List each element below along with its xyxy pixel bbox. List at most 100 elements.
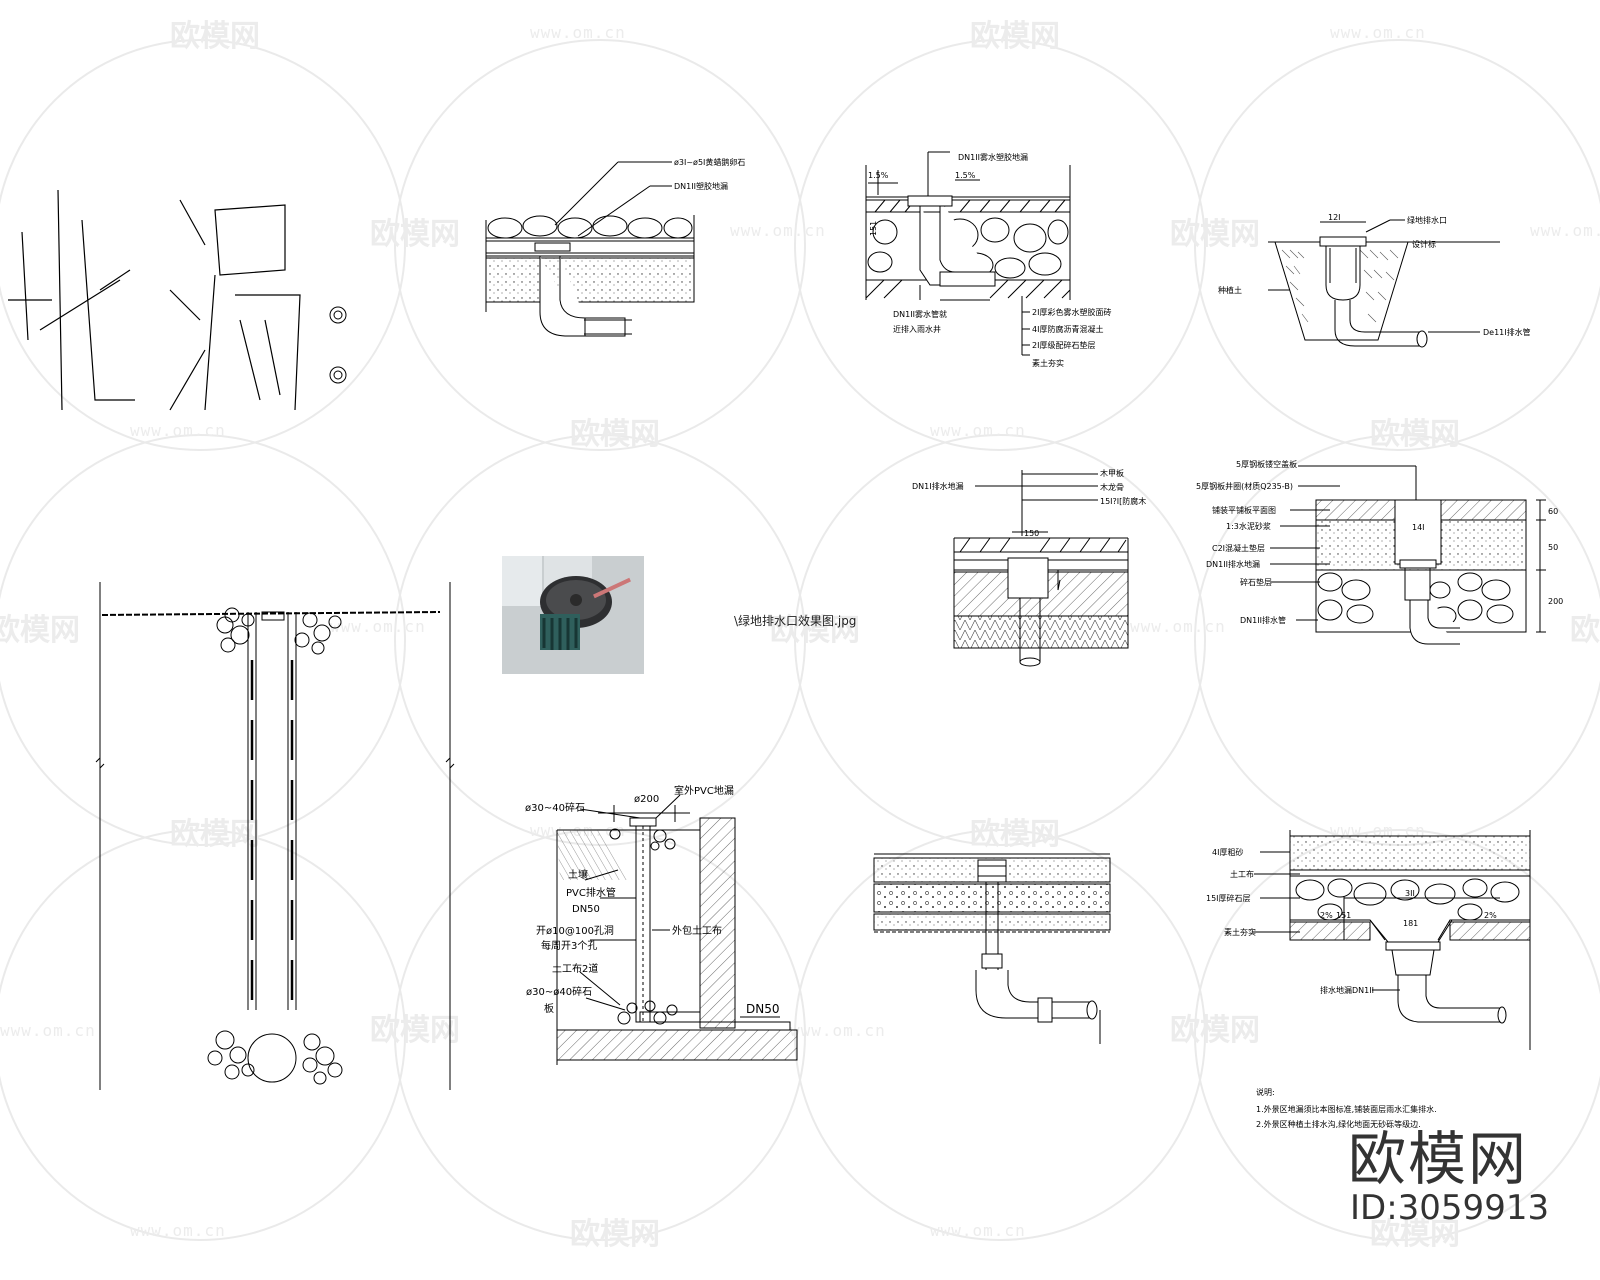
detail-pavement-pipe bbox=[873, 853, 1111, 1044]
d7-width: 14Ⅰ bbox=[1412, 523, 1425, 532]
notes-1: 1.外景区地漏须比本图标准,铺装面层雨水汇集排水. bbox=[1256, 1104, 1437, 1114]
d5-b: ø200 bbox=[634, 794, 659, 805]
d2-layer-3: 2Ⅰ厚级配碎石垫层 bbox=[1032, 340, 1095, 350]
d6-r1: 木甲板 bbox=[1100, 468, 1124, 478]
wm-url: www.om.cn bbox=[1130, 617, 1226, 636]
d9-rubble bbox=[1295, 878, 1520, 921]
d5-g: 外包土工布 bbox=[672, 924, 722, 937]
d7-l8: DN1ⅠⅠ排水管 bbox=[1240, 615, 1286, 625]
wm-url: www.om.cn bbox=[0, 1021, 96, 1040]
mortar-layer bbox=[485, 240, 695, 254]
wm-brand: 欧模网 bbox=[1170, 1013, 1260, 1048]
wm-url: www.om.cn bbox=[130, 1221, 226, 1240]
d2-layer-4: 素土夯实 bbox=[1032, 358, 1064, 368]
title-colon bbox=[329, 306, 347, 384]
wm-url: www.om.cn bbox=[330, 617, 426, 636]
drain-grate bbox=[534, 242, 571, 252]
wm-url: www.om.cn bbox=[1530, 221, 1600, 240]
d5-h: 开ø10@100孔洞 bbox=[536, 925, 614, 937]
d9-w1: 3ⅠⅠ bbox=[1405, 889, 1415, 898]
d7-l4: 1:3水泥砂浆 bbox=[1226, 521, 1271, 531]
wm-url: www.om.cn bbox=[930, 1221, 1026, 1240]
d9-l4: 素土夯实 bbox=[1224, 927, 1256, 937]
d6-dim: 150 bbox=[1024, 529, 1039, 538]
d7-l2: 5厚钢板井圈(材质Q235-B) bbox=[1196, 481, 1293, 491]
bottom-gravel bbox=[207, 1030, 343, 1085]
detail-deck-drain bbox=[953, 470, 1129, 667]
title-strokes bbox=[8, 189, 301, 411]
d3-dim: 12Ⅰ bbox=[1328, 213, 1341, 222]
detail-paver-drain bbox=[865, 151, 1071, 356]
d1-label-pebble: ø3Ⅰ~ø5Ⅰ黄蜡鹅卵石 bbox=[674, 157, 745, 167]
d2-label-top: DN1ⅠⅠ雾水塑胶地漏 bbox=[958, 152, 1028, 162]
wm-brand: 欧模网 bbox=[570, 417, 660, 452]
d5-l: 板 bbox=[544, 1002, 554, 1015]
d2-pipe-label: DN1ⅠⅠ雾水管就 bbox=[893, 309, 947, 319]
d3-label-top: 绿地排水口 bbox=[1407, 215, 1447, 225]
d5-gravel bbox=[609, 828, 678, 1025]
detail-lawn-drain bbox=[1268, 219, 1500, 348]
d5-e: PVC排水管 bbox=[566, 886, 616, 899]
wm-brand: 欧模网 bbox=[370, 217, 460, 252]
detail-pebble-drain bbox=[485, 161, 695, 337]
d3-pipe: De11Ⅰ排水管 bbox=[1483, 327, 1531, 337]
top-gravel bbox=[216, 607, 342, 655]
d7-dim-c: 200 bbox=[1548, 597, 1563, 606]
d7-l1: 5厚钢板镂空盖板 bbox=[1236, 459, 1297, 469]
d5-c: 室外PVC地漏 bbox=[674, 784, 734, 797]
d2-layer-1: 2Ⅰ厚彩色雾水塑胶面砖 bbox=[1032, 307, 1111, 317]
brand-logo-text: 欧模网 bbox=[1348, 1125, 1529, 1193]
wm-url: www.om.cn bbox=[130, 421, 226, 440]
d2-dim: 151 bbox=[869, 221, 878, 236]
d5-m: DN50 bbox=[746, 1002, 780, 1016]
wm-brand: 欧模网 bbox=[1370, 1217, 1460, 1252]
d6-r2: 木龙骨 bbox=[1100, 482, 1124, 492]
d5-j: 土工布2道 bbox=[552, 962, 598, 975]
wm-url: www.om.cn bbox=[1330, 821, 1426, 840]
d6-r3: 15Ⅰ?Ⅰ[防腐木 bbox=[1100, 496, 1146, 506]
wm-brand: 欧模网 bbox=[570, 1217, 660, 1252]
d3-grade: 设计标 bbox=[1412, 239, 1436, 249]
d9-l1: 4Ⅰ厚粗砂 bbox=[1212, 847, 1243, 857]
detail-vertical-drain bbox=[95, 582, 455, 1090]
d5-k: ø30~ø40碎石 bbox=[526, 985, 592, 998]
wm-brand: 欧模网 bbox=[170, 817, 260, 852]
d9-h: 151 bbox=[1336, 911, 1351, 920]
drain-photo bbox=[502, 556, 644, 674]
d1-label-drain: DN1ⅠⅠ塑胶地漏 bbox=[674, 181, 728, 191]
notes-head: 说明: bbox=[1256, 1087, 1275, 1097]
wm-brand: 欧模网 bbox=[370, 1013, 460, 1048]
wm-brand: 欧模网 bbox=[0, 613, 80, 648]
d9-l5: 排水地漏DN1ⅠⅠ bbox=[1320, 985, 1374, 995]
d2-layer-2: 4Ⅰ厚防腐沥青混凝土 bbox=[1032, 324, 1103, 334]
wm-url: www.om.cn bbox=[930, 421, 1026, 440]
wm-url: www.om.cn bbox=[790, 1021, 886, 1040]
wm-brand: 欧模网 bbox=[970, 19, 1060, 54]
d7-l5: C2Ⅰ混凝土垫层 bbox=[1212, 543, 1265, 553]
d9-s1: 2% bbox=[1320, 911, 1333, 920]
d9-l3: 15Ⅰ厚碎石层 bbox=[1206, 893, 1251, 903]
d7-l3: 铺装平铺板平面图 bbox=[1212, 505, 1276, 515]
wm-brand: 欧模网 bbox=[1170, 217, 1260, 252]
d7-l6: DN1ⅠⅠ排水地漏 bbox=[1206, 559, 1260, 569]
d5-i: 每周开3个孔 bbox=[541, 939, 597, 952]
d7-dim-b: 50 bbox=[1548, 543, 1558, 552]
detail-wall-pvc-drain bbox=[556, 794, 798, 1065]
wm-brand: 欧模网 bbox=[770, 613, 860, 648]
d5-a: ø30~40碎石 bbox=[525, 801, 585, 814]
wm-url: www.om.cn bbox=[730, 221, 826, 240]
d2-pipe-label2: 近排入雨水井 bbox=[893, 324, 941, 334]
d5-f: DN50 bbox=[572, 904, 600, 915]
detail-steel-grate-drain bbox=[1270, 465, 1546, 645]
wm-brand: 欧模网 bbox=[1370, 417, 1460, 452]
d7-dim-a: 60 bbox=[1548, 507, 1558, 516]
wm-url: www.om.cn bbox=[1330, 23, 1426, 42]
watermark-text: 欧模网 www.om.cn 欧模网 www.om.cn 欧模网 www.om.c… bbox=[0, 19, 1600, 1252]
photo-caption: \绿地排水口效果图.jpg bbox=[734, 614, 857, 628]
d9-l2: 土工布 bbox=[1230, 869, 1254, 879]
d3-soil: 种植土 bbox=[1218, 285, 1242, 295]
d6-left: DN1Ⅰ排水地漏 bbox=[912, 481, 964, 491]
d9-w2: 181 bbox=[1403, 919, 1418, 928]
wm-brand: 欧模网 bbox=[970, 817, 1060, 852]
